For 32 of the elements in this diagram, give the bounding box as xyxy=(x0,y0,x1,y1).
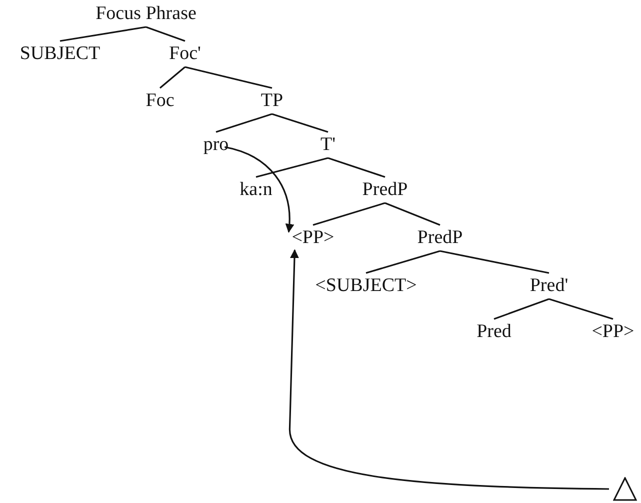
triangle-symbol xyxy=(613,477,637,501)
tree-node-label: TP xyxy=(260,90,284,112)
tree-branch-line xyxy=(184,66,272,89)
tree-node-label: <PP> xyxy=(292,227,334,249)
tree-branch-line xyxy=(256,157,328,178)
tree-node-label: <PP> xyxy=(592,321,634,343)
tree-node-label: PredP xyxy=(362,179,408,201)
tree-branch-line xyxy=(272,113,328,133)
tree-node-label: T' xyxy=(320,134,336,156)
tree-branch-line xyxy=(494,298,550,320)
tree-branch-line xyxy=(366,250,440,274)
tree-branch-line xyxy=(328,157,386,178)
tree-node-label: Pred xyxy=(476,321,512,343)
tree-node-label: SUBJECT xyxy=(20,43,100,65)
tree-branch-line xyxy=(60,26,146,42)
tree-node-label: Pred' xyxy=(530,275,568,297)
movement-arrow xyxy=(224,146,294,233)
tree-node-label: ka:n xyxy=(240,179,272,201)
movement-arrow xyxy=(288,249,610,490)
tree-node-label: Foc xyxy=(146,90,174,112)
tree-node-label: PredP xyxy=(417,227,463,249)
tree-node-label: pro xyxy=(203,134,229,156)
tree-branch-line xyxy=(384,202,440,226)
tree-branch-line xyxy=(159,66,186,89)
tree-branch-line xyxy=(312,202,386,226)
tree-node-label: Foc' xyxy=(169,43,201,65)
tree-branch-line xyxy=(146,26,186,42)
tree-branch-line xyxy=(440,250,550,274)
tree-branch-line xyxy=(216,113,272,133)
tree-node-label: <SUBJECT> xyxy=(315,275,417,297)
tree-branch-line xyxy=(548,298,614,320)
tree-node-label: Focus Phrase xyxy=(96,3,196,25)
